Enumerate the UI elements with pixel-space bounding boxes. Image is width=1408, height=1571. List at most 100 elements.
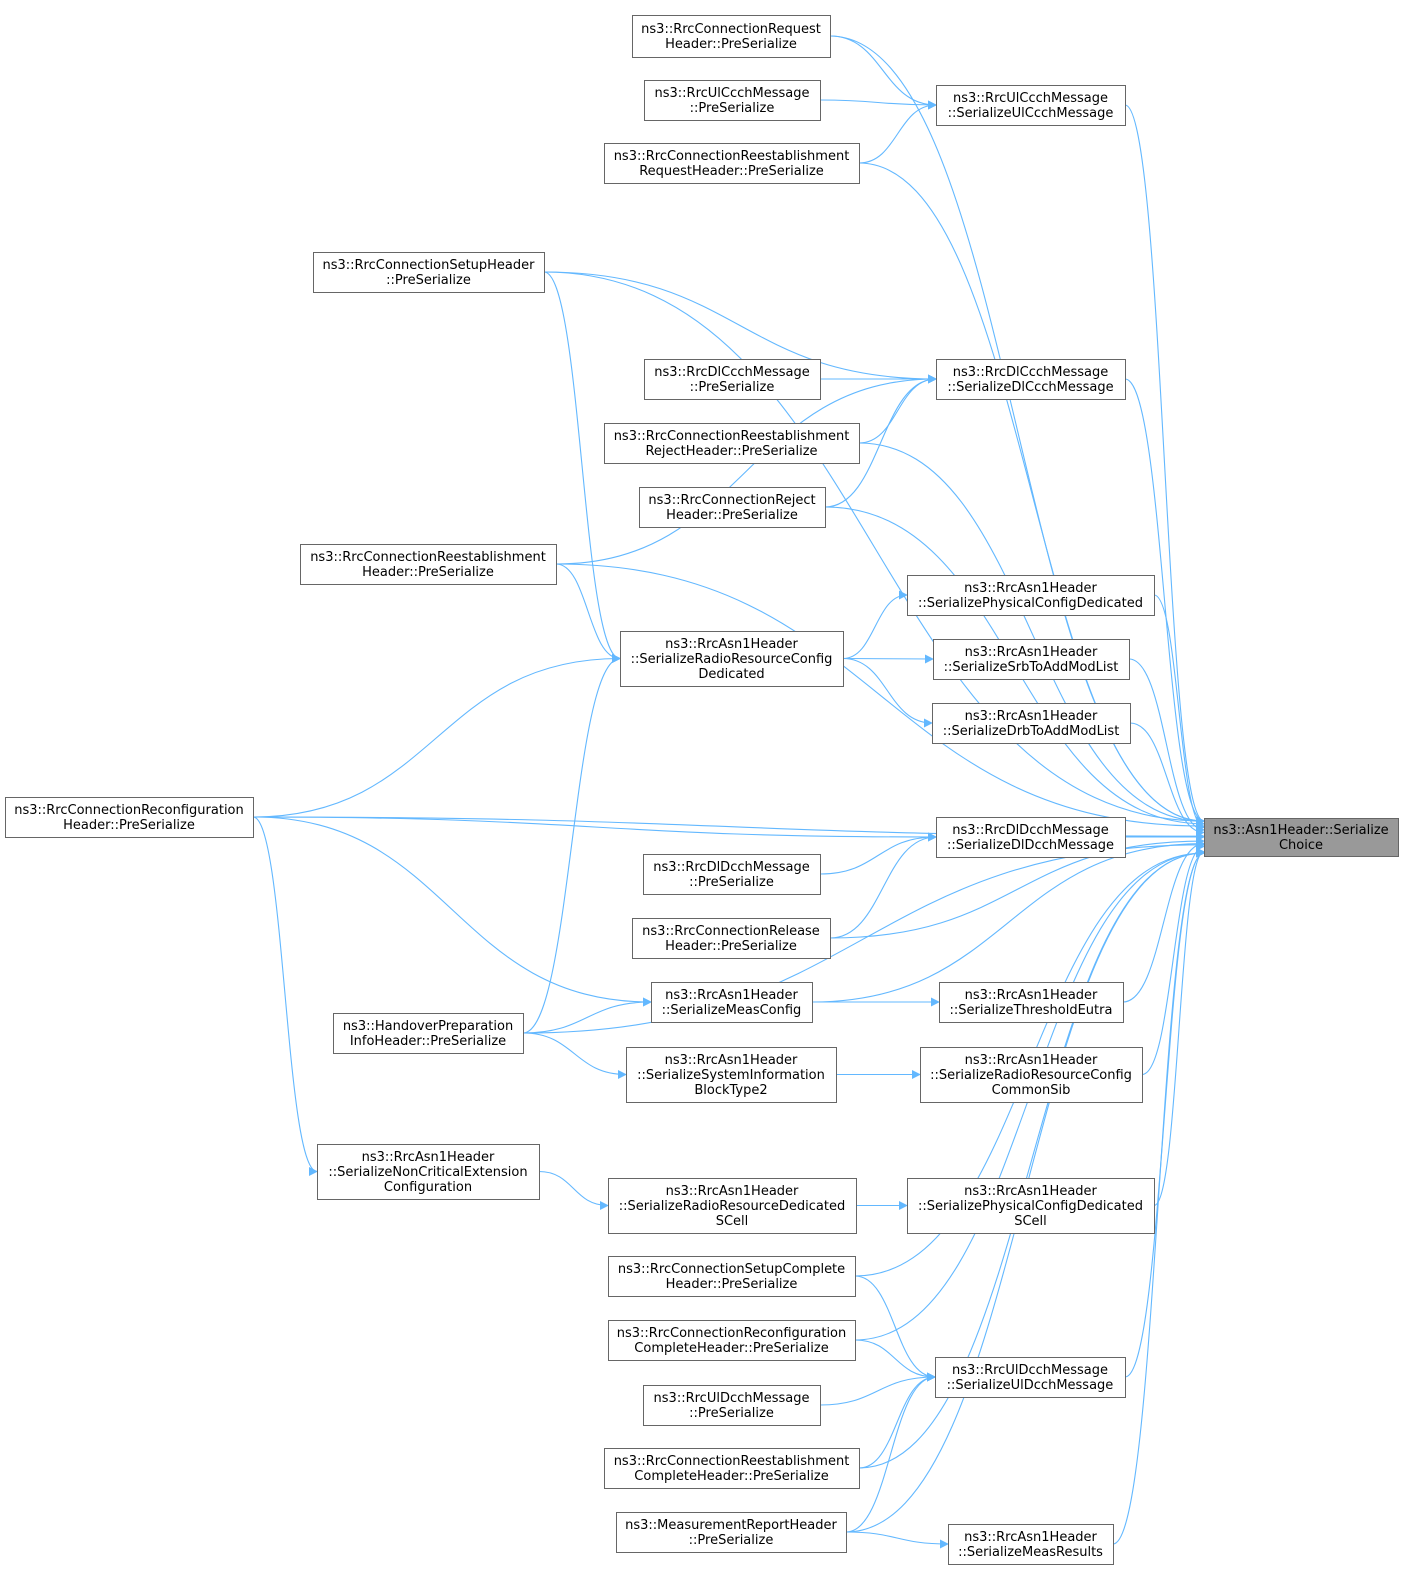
node-rrccsib[interactable]: ns3::RrcAsn1Header::SerializeRadioResour… [920,1047,1143,1103]
node-label-line: ::SerializeSrbToAddModList [944,660,1119,675]
edge-handover-to-meascfg [522,997,652,1034]
edge-noncrit-to-rrdscell [538,1170,609,1210]
node-label-line: ::SerializeRadioResourceDedicated [619,1199,845,1214]
node-label-line: ns3::RrcConnectionRelease [642,924,820,939]
node-dlccch_pre[interactable]: ns3::RrcDlCcchMessage::PreSerialize [644,359,821,400]
edge-reject-to-dlccch_ser [824,374,937,508]
edge-measrep-to-measres [845,1531,949,1549]
node-meascfg[interactable]: ns3::RrcAsn1Header::SerializeMeasConfig [651,982,813,1023]
node-reestc[interactable]: ns3::RrcConnectionReestablishmentComplet… [604,1448,860,1489]
node-label-line: ns3::MeasurementReportHeader [625,1518,837,1533]
edge-release-to-root [829,836,1205,939]
node-box [626,1047,837,1103]
node-label-line: ns3::RrcAsn1Header [665,1053,798,1068]
edge-measrep-to-uldcch_ser [845,1372,936,1533]
nodes-layer: ns3::Asn1Header::SerializeChoicens3::Rrc… [5,15,1399,1565]
edge-thresh-to-root [1122,839,1205,1003]
edge-reconf-to-noncrit [252,816,318,1176]
node-dldcch_pre[interactable]: ns3::RrcDlDcchMessage::PreSerialize [643,854,821,895]
node-label-line: ::SerializeDlCcchMessage [947,380,1113,395]
node-box [936,85,1126,126]
node-label-line: ns3::RrcUlCcchMessage [655,86,810,101]
node-setup[interactable]: ns3::RrcConnectionSetupHeader::PreSerial… [313,252,545,293]
edge-dldcch_pre-to-dldcch_ser [819,832,937,875]
node-label-line: ns3::RrcAsn1Header [965,709,1098,724]
edge-reest-to-rrcd [555,563,621,663]
node-phys[interactable]: ns3::RrcAsn1Header::SerializePhysicalCon… [907,575,1155,616]
edge-reconf-to-dldcch_ser [252,816,937,842]
edge-setup-to-root [543,271,1205,826]
node-label-line: Dedicated [698,667,764,682]
node-box [604,423,860,464]
edge-reconf-to-rrcd [252,654,621,818]
node-release[interactable]: ns3::RrcConnectionReleaseHeader::PreSeri… [632,918,831,959]
node-drb[interactable]: ns3::RrcAsn1Header::SerializeDrbToAddMod… [932,703,1131,744]
node-rrdscell[interactable]: ns3::RrcAsn1Header::SerializeRadioResour… [608,1178,857,1234]
node-label-line: ns3::RrcAsn1Header [964,1530,1097,1545]
edge-reconfc-to-uldcch_ser [854,1339,936,1382]
edge-rcreq-to-ulccch_ser [858,100,937,164]
node-rcreq[interactable]: ns3::RrcConnectionReestablishmentRequest… [604,143,860,184]
node-srb[interactable]: ns3::RrcAsn1Header::SerializeSrbToAddMod… [933,639,1130,680]
node-label-line: ::SerializeUlCcchMessage [948,106,1114,121]
node-handover[interactable]: ns3::HandoverPreparationInfoHeader::PreS… [333,1013,524,1054]
node-box [907,575,1155,616]
node-label-line: ns3::RrcDlCcchMessage [953,365,1109,380]
node-dlccch_ser[interactable]: ns3::RrcDlCcchMessage::SerializeDlCcchMe… [936,359,1126,400]
node-reconf[interactable]: ns3::RrcConnectionReconfigurationHeader:… [5,797,254,838]
node-label-line: Choice [1279,838,1323,853]
node-label-line: ns3::RrcDlDcchMessage [653,860,809,875]
node-label-line: ::SerializeMeasResults [958,1545,1103,1560]
node-measrep[interactable]: ns3::MeasurementReportHeader::PreSeriali… [616,1512,847,1553]
node-label-line: ::SerializeSystemInformation [637,1068,825,1083]
node-label-line: RejectHeader::PreSerialize [645,444,817,459]
node-reconfc[interactable]: ns3::RrcConnectionReconfigurationComplet… [608,1320,856,1361]
node-label-line: ::SerializeNonCriticalExtension [328,1165,527,1180]
node-label-line: ns3::RrcConnectionRequest [641,22,821,37]
edge-measres-to-root [1112,848,1205,1545]
node-box [936,817,1126,858]
node-label-line: ::SerializeRadioResourceConfig [930,1068,1132,1083]
node-rcr[interactable]: ns3::RrcConnectionRequestHeader::PreSeri… [632,15,831,58]
node-label-line: ns3::RrcAsn1Header [964,581,1097,596]
node-box [639,487,826,528]
edge-rcrej-to-dlccch_ser [858,374,937,444]
node-box [604,143,860,184]
edge-handover-to-sib2 [522,1032,627,1079]
node-label-line: Configuration [384,1180,472,1195]
node-setupc[interactable]: ns3::RrcConnectionSetupCompleteHeader::P… [608,1256,856,1297]
node-label-line: BlockType2 [694,1083,767,1098]
node-box [936,359,1126,400]
node-box [1204,818,1399,857]
node-uldcch_pre[interactable]: ns3::RrcUlDcchMessage::PreSerialize [643,1385,821,1426]
node-box [920,1047,1143,1103]
node-label-line: ns3::RrcUlCcchMessage [953,91,1108,106]
node-thresh[interactable]: ns3::RrcAsn1Header::SerializeThresholdEu… [939,982,1124,1023]
node-label-line: ns3::Asn1Header::Serialize [1213,823,1388,838]
edge-reestc-to-uldcch_ser [858,1372,936,1469]
edge-handover-to-rrcd [522,654,621,1034]
node-ulccch_ser[interactable]: ns3::RrcUlCcchMessage::SerializeUlCcchMe… [936,85,1126,126]
node-reject[interactable]: ns3::RrcConnectionRejectHeader::PreSeria… [639,487,826,528]
node-label-line: ::SerializePhysicalConfigDedicated [918,596,1143,611]
node-dldcch_ser[interactable]: ns3::RrcDlDcchMessage::SerializeDlDcchMe… [936,817,1126,858]
node-reest[interactable]: ns3::RrcConnectionReestablishmentHeader:… [300,544,557,585]
node-label-line: ::PreSerialize [689,875,774,890]
edge-release-to-dldcch_ser [829,832,937,939]
node-measres[interactable]: ns3::RrcAsn1Header::SerializeMeasResults [948,1524,1114,1565]
node-noncrit[interactable]: ns3::RrcAsn1Header::SerializeNonCritical… [317,1144,540,1200]
edge-meascfg-to-root [811,839,1205,1003]
node-box [608,1256,856,1297]
node-physscell[interactable]: ns3::RrcAsn1Header::SerializePhysicalCon… [907,1178,1155,1234]
node-uldcch_ser[interactable]: ns3::RrcUlDcchMessage::SerializeUlDcchMe… [935,1357,1126,1398]
node-ulccch_pre[interactable]: ns3::RrcUlCcchMessage::PreSerialize [644,80,821,121]
node-box [620,631,844,687]
node-box [644,359,821,400]
node-rrcd[interactable]: ns3::RrcAsn1Header::SerializeRadioResour… [620,631,844,687]
edge-rcrej-to-root [858,442,1205,826]
node-sib2[interactable]: ns3::RrcAsn1Header::SerializeSystemInfor… [626,1047,837,1103]
node-box [907,1178,1155,1234]
node-box [935,1357,1126,1398]
node-rcrej[interactable]: ns3::RrcConnectionReestablishmentRejectH… [604,423,860,464]
